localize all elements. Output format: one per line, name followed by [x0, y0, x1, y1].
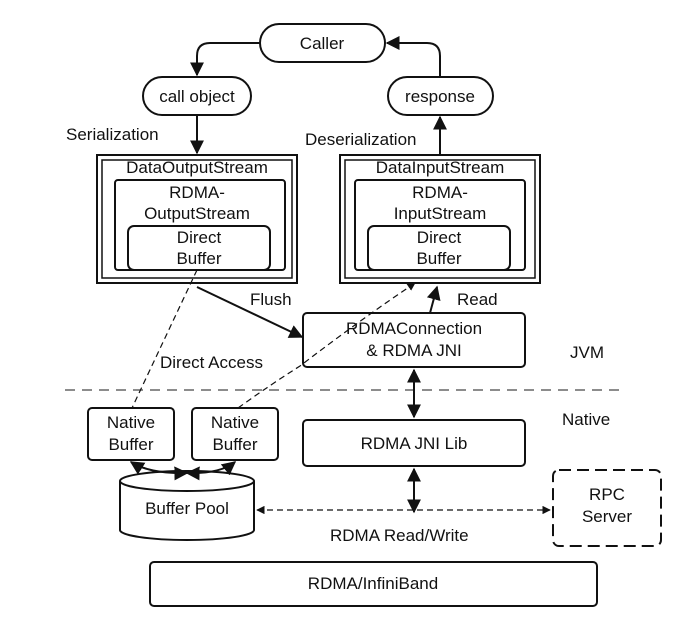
rdma-output-stream-label: RDMA-	[169, 183, 225, 202]
pool-native-buffer-2-edge	[185, 461, 237, 481]
read-edge	[426, 285, 441, 314]
caller-to-call-object-edge	[190, 42, 260, 77]
native-label: Native	[562, 410, 610, 429]
deserialization-label: Deserialization	[305, 130, 417, 149]
direct-buffer-out-label: Direct	[177, 228, 222, 247]
native-buffer-1-label: Native	[107, 413, 155, 432]
rdma-read-write-label: RDMA Read/Write	[330, 526, 469, 545]
direct-buffer-in-label-2: Buffer	[416, 249, 461, 268]
rdma-infiniband-label: RDMA/InfiniBand	[308, 574, 438, 593]
direct-buffer-out-label-2: Buffer	[176, 249, 221, 268]
rdma-connection-label-2: & RDMA JNI	[366, 341, 461, 360]
rpc-server-label-2: Server	[582, 507, 632, 526]
native-buffer-2-label-2: Buffer	[212, 435, 257, 454]
rdma-connection-box	[302, 312, 526, 368]
pool-native-buffer-1-edge	[129, 461, 189, 481]
data-input-stream-label: DataInputStream	[376, 158, 505, 177]
buffer-pool-label: Buffer Pool	[145, 499, 229, 518]
serialization-label: Serialization	[66, 125, 159, 144]
caller-label: Caller	[300, 34, 345, 53]
direct-access-line-out	[131, 269, 198, 409]
call-object-label: call object	[159, 87, 235, 106]
direct-buffer-in-box	[367, 225, 511, 271]
direct-buffer-in-label: Direct	[417, 228, 462, 247]
response-label: response	[405, 87, 475, 106]
rdma-connection-label: RDMAConnection	[346, 319, 482, 338]
native-buffer-2-box	[191, 407, 279, 461]
rdma-output-stream-label-2: OutputStream	[144, 204, 250, 223]
flush-edge	[196, 286, 304, 338]
rdma-input-stream-label: RDMA-	[412, 183, 468, 202]
native-buffer-2-label: Native	[211, 413, 259, 432]
rpc-server-label: RPC	[589, 485, 625, 504]
native-buffer-1-box	[87, 407, 175, 461]
data-output-stream-label: DataOutputStream	[126, 158, 268, 177]
flush-label: Flush	[250, 290, 292, 309]
rdma-jni-lib-box	[302, 419, 526, 467]
jvm-label: JVM	[570, 343, 604, 362]
rpc-server-box	[552, 469, 662, 547]
direct-access-label: Direct Access	[160, 353, 263, 372]
direct-buffer-out-box	[127, 225, 271, 271]
native-buffer-1-label-2: Buffer	[108, 435, 153, 454]
response-to-caller-edge	[385, 36, 441, 77]
direct-access-line-in	[237, 282, 416, 409]
rdma-input-stream-label-2: InputStream	[394, 204, 487, 223]
rdma-jni-lib-label: RDMA JNI Lib	[361, 434, 468, 453]
rdma-infiniband-box	[149, 561, 598, 607]
read-label: Read	[457, 290, 498, 309]
